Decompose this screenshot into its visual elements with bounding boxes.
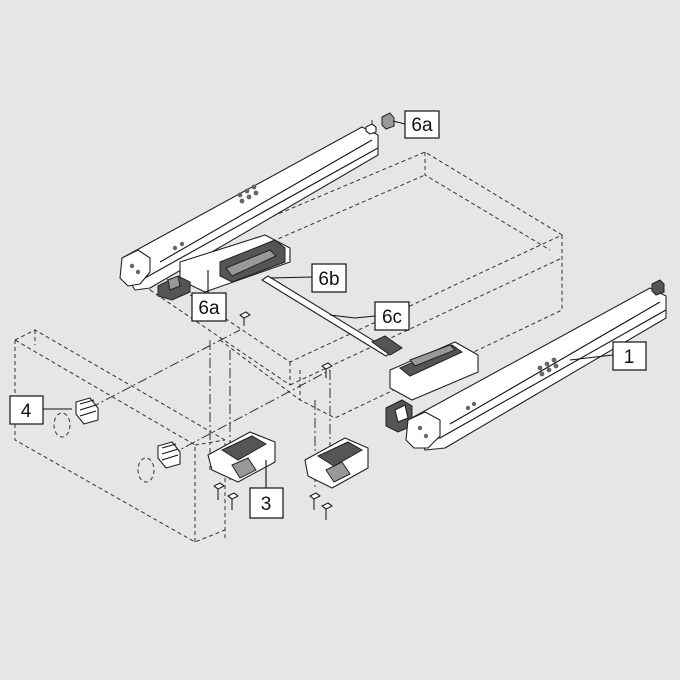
label-3-text: 3: [261, 494, 272, 515]
clip-small-right: [651, 279, 665, 296]
label-6a-left-text: 6a: [198, 298, 220, 319]
label-3: 3: [249, 487, 284, 519]
right-locking-device: [389, 341, 479, 401]
label-6a-left: 6a: [191, 292, 227, 322]
label-1-text: 1: [624, 347, 635, 368]
right-runner-rail: [405, 287, 667, 451]
label-6a-top: 6a: [404, 110, 440, 139]
left-runner-rail: [119, 126, 379, 291]
label-6c: 6c: [374, 301, 410, 331]
left-bracket: [157, 275, 191, 301]
front-fixing-bracket-left: [207, 431, 276, 483]
label-6b: 6b: [311, 263, 347, 293]
right-bracket: [385, 399, 413, 433]
clip-small-top: [365, 123, 377, 135]
clip-6a-top: [381, 112, 395, 130]
screws: [213, 311, 333, 520]
label-6a-top-text: 6a: [411, 115, 433, 136]
drawer-front-outline: [14, 329, 226, 543]
front-fixing-bracket-right: [304, 437, 369, 489]
sync-rod: [261, 275, 403, 357]
dowel-upper: [53, 397, 99, 438]
label-4: 4: [9, 395, 44, 425]
label-6c-text: 6c: [382, 307, 402, 328]
leader-lines: [43, 120, 614, 488]
label-6b-text: 6b: [318, 269, 339, 290]
dowel-lower: [137, 441, 181, 483]
label-4-text: 4: [21, 401, 32, 422]
label-1: 1: [612, 341, 647, 371]
